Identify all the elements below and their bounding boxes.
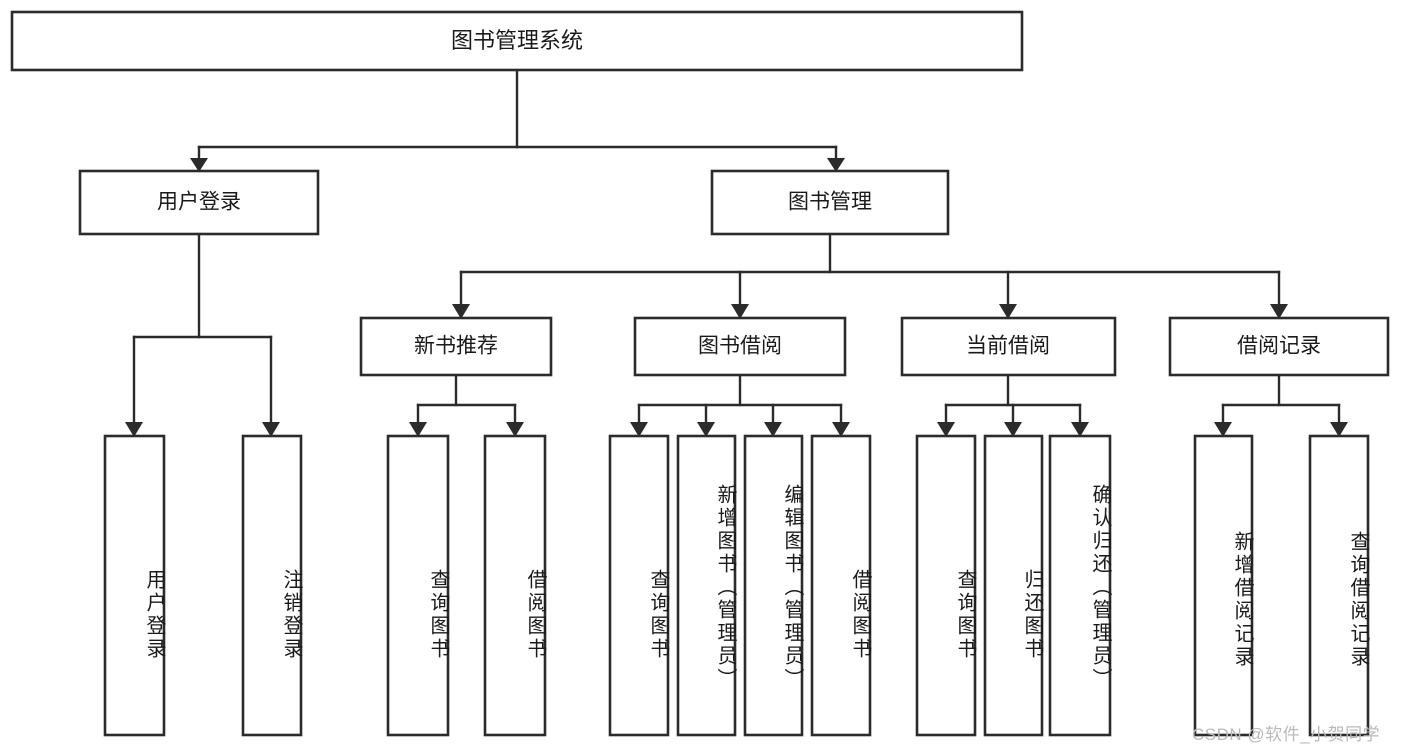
node-current-borrow-box[interactable]	[900, 316, 1117, 377]
leaf-box-confirm-return-admin[interactable]	[1048, 434, 1112, 737]
connector-group-borrow-record	[1214, 373, 1348, 437]
arrowhead-bookborrow-leaf1	[630, 422, 648, 437]
node-new-book-recommend-box[interactable]	[359, 316, 553, 377]
arrowhead-current-borrow	[999, 304, 1017, 319]
arrowhead-leaf-logout-login	[262, 422, 280, 437]
leaf-box-query-book-current[interactable]	[915, 434, 977, 737]
arrowhead-bookborrow-leaf4	[832, 422, 850, 437]
arrowhead-bookborrow-leaf2	[697, 422, 715, 437]
leaf-box-return-book[interactable]	[983, 434, 1044, 737]
node-current-borrow-label: 当前借阅	[966, 335, 1050, 358]
leaf-box-query-book-newbook[interactable]	[386, 434, 450, 737]
arrowhead-user-login	[190, 158, 208, 172]
node-root-label: 图书管理系统	[451, 28, 583, 53]
connector-group-user-login	[125, 232, 280, 437]
arrowhead-bookborrow-leaf3	[764, 422, 782, 437]
node-new-book-recommend-label: 新书推荐	[414, 335, 498, 358]
connector-group-root	[190, 68, 845, 172]
connector-group-new-book	[409, 373, 524, 437]
node-user-login[interactable]: 用户登录	[78, 169, 320, 236]
node-borrow-record[interactable]: 借阅记录	[1168, 316, 1390, 377]
leaf-box-user-login[interactable]	[103, 434, 166, 737]
arrowhead-borrowrecord-leaf1	[1214, 422, 1232, 437]
node-book-borrow-box[interactable]	[633, 316, 847, 377]
arrowhead-newbook-leaf2	[506, 422, 524, 437]
leaf-box-add-borrow-record[interactable]	[1193, 434, 1254, 737]
connector-group-book-borrow	[630, 373, 850, 437]
leaf-box-query-book-borrow[interactable]	[608, 434, 670, 737]
arrowhead-borrow-record	[1270, 304, 1288, 319]
leaf-box-query-borrow-record[interactable]	[1308, 434, 1370, 737]
node-book-borrow[interactable]: 图书借阅	[633, 316, 847, 377]
node-current-borrow[interactable]: 当前借阅	[900, 316, 1117, 377]
node-borrow-record-label: 借阅记录	[1237, 335, 1321, 358]
leaf-box-edit-book-admin[interactable]	[743, 434, 804, 737]
node-root[interactable]: 图书管理系统	[10, 10, 1024, 72]
arrowhead-leaf-user-login	[125, 422, 143, 437]
node-new-book-recommend[interactable]: 新书推荐	[359, 316, 553, 377]
arrowhead-currentborrow-leaf3	[1071, 422, 1089, 437]
connector-group-current-borrow	[937, 373, 1089, 437]
node-book-management-box[interactable]	[710, 169, 950, 236]
csdn-watermark: CSDN @软件_小贺同学	[1192, 725, 1381, 744]
connector-group-book-mgmt	[452, 232, 1288, 319]
leaf-box-borrow-book-newbook[interactable]	[483, 434, 547, 737]
arrowhead-newbook-leaf1	[409, 422, 427, 437]
arrowhead-currentborrow-leaf1	[937, 422, 955, 437]
node-root-box[interactable]	[10, 10, 1024, 72]
arrowhead-book-borrow	[731, 304, 749, 319]
leaf-box-borrow-book[interactable]	[810, 434, 872, 737]
leaf-box-add-book-admin[interactable]	[676, 434, 737, 737]
node-book-borrow-label: 图书借阅	[698, 335, 782, 358]
arrowhead-currentborrow-leaf2	[1004, 422, 1022, 437]
node-borrow-record-box[interactable]	[1168, 316, 1390, 377]
node-user-login-label: 用户登录	[157, 191, 241, 214]
node-book-management[interactable]: 图书管理	[710, 169, 950, 236]
node-book-management-label: 图书管理	[788, 191, 872, 214]
leaf-box-logout-login[interactable]	[241, 434, 303, 737]
arrowhead-book-mgmt	[827, 158, 845, 172]
arrowhead-new-book	[452, 304, 470, 319]
node-user-login-box[interactable]	[78, 169, 320, 236]
arrowhead-borrowrecord-leaf2	[1330, 422, 1348, 437]
